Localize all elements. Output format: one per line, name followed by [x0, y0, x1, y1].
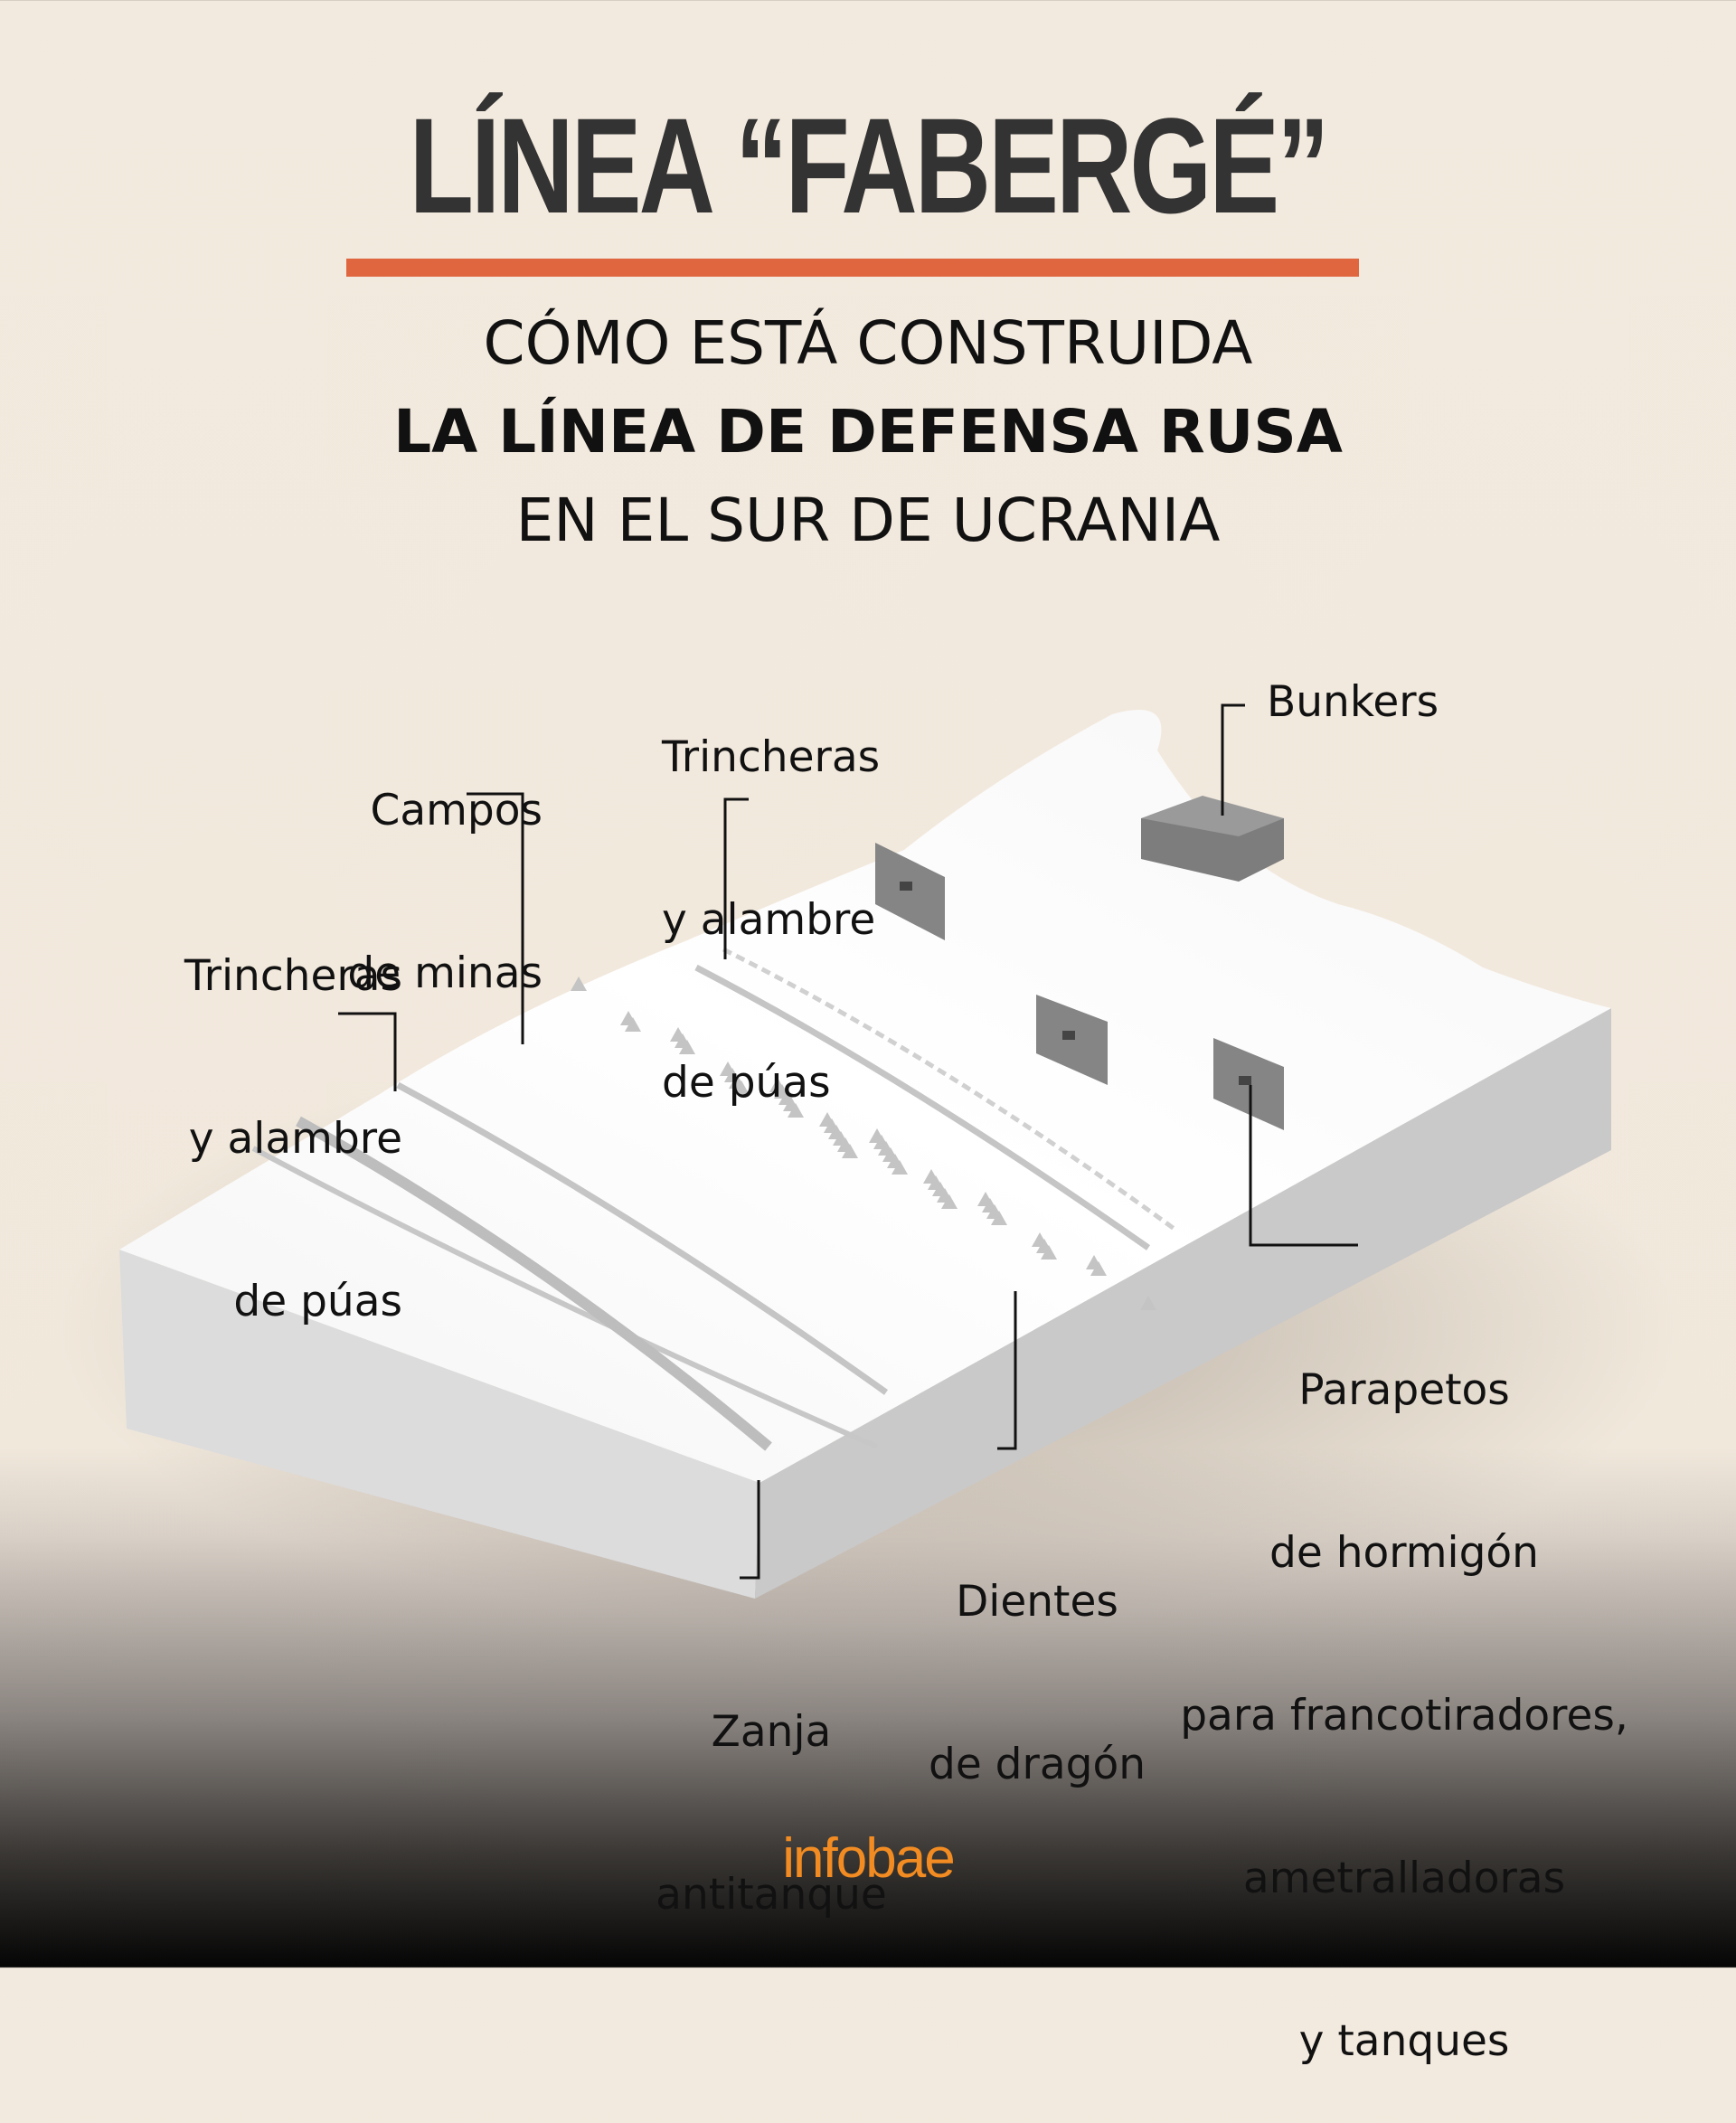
dragon-tooth — [991, 1211, 1007, 1225]
leader-line-parapetos — [1249, 1085, 1358, 1247]
dragon-tooth — [571, 977, 587, 991]
label-dientes-de-dragon: Dientes de dragón — [856, 1467, 1218, 1846]
leader-line-bunkers — [1221, 703, 1245, 816]
dragon-tooth — [941, 1194, 958, 1209]
label-line: Trincheras — [184, 951, 402, 1001]
trench-line-2 — [396, 1081, 889, 1395]
dragon-tooth — [892, 1160, 908, 1175]
label-trincheras-top: Trincheras y alambre de púas — [662, 622, 880, 1165]
label-line: Dientes — [956, 1577, 1118, 1627]
label-line: ametralladoras — [1242, 1854, 1566, 1903]
label-line: Zanja — [711, 1707, 832, 1757]
trench-line-4 — [722, 947, 1177, 1232]
label-line: Trincheras — [662, 732, 881, 782]
dragon-tooth — [1041, 1245, 1057, 1260]
label-line: Campos — [370, 786, 542, 835]
dragon-tooth — [842, 1144, 858, 1158]
terrain-right-face — [755, 1008, 1611, 1599]
leader-line-trincheras-left — [338, 1012, 397, 1091]
dragon-tooth — [625, 1017, 641, 1032]
label-campos-de-minas: Campos de minas — [271, 675, 542, 1055]
label-bunkers: Bunkers — [1267, 677, 1439, 727]
label-trincheras-left: Trincheras y alambre de púas — [90, 841, 402, 1383]
leader-line-zanja — [740, 1480, 760, 1580]
dragon-tooth — [733, 1080, 750, 1095]
dragon-tooth — [1140, 1296, 1156, 1310]
label-line: de minas — [347, 948, 542, 998]
bunker — [1141, 796, 1284, 882]
dragon-teeth-field — [571, 977, 1156, 1310]
subtitle-line-1: CÓMO ESTÁ CONSTRUIDA — [483, 308, 1253, 378]
trench-line-3 — [694, 964, 1151, 1250]
label-line: de hormigón — [1269, 1528, 1539, 1578]
label-line: y alambre — [662, 895, 876, 945]
anti-tank-ditch — [296, 1116, 772, 1451]
subtitle-line-2: LA LÍNEA DE DEFENSA RUSA — [393, 397, 1343, 467]
label-line: de púas — [662, 1058, 831, 1108]
dragon-tooth — [679, 1040, 695, 1054]
label-line: de púas — [233, 1277, 402, 1326]
dragon-tooth — [1090, 1261, 1107, 1276]
concrete-parapet — [1213, 1038, 1284, 1130]
concrete-parapet — [1036, 995, 1108, 1085]
defense-line-terrain-diagram — [54, 703, 1682, 1628]
terrain-top-face — [119, 710, 1611, 1483]
title-underline — [346, 259, 1359, 277]
leader-line-trincheras-top — [723, 797, 749, 959]
leader-line-dientes — [997, 1291, 1017, 1450]
dragon-tooth — [788, 1103, 804, 1118]
label-zanja-antitanque: Zanja antitanque — [590, 1597, 952, 1977]
page-title: LÍNEA “FABERGÉ” — [409, 90, 1330, 241]
label-line: Parapetos — [1298, 1365, 1510, 1415]
subtitle-line-3: EN EL SUR DE UCRANIA — [515, 486, 1221, 555]
label-line: de dragón — [928, 1740, 1146, 1789]
label-line: para francotiradores, — [1180, 1691, 1628, 1741]
leader-line-campos — [467, 792, 524, 1044]
label-line: antitanque — [656, 1870, 887, 1920]
terrain-front-face — [119, 1250, 760, 1599]
label-line: y tanques — [1298, 2016, 1510, 2066]
infobae-logo: infobae — [782, 1827, 955, 1890]
trench-line-1 — [251, 1146, 879, 1449]
concrete-parapet — [875, 843, 945, 940]
label-line: y alambre — [188, 1114, 402, 1164]
